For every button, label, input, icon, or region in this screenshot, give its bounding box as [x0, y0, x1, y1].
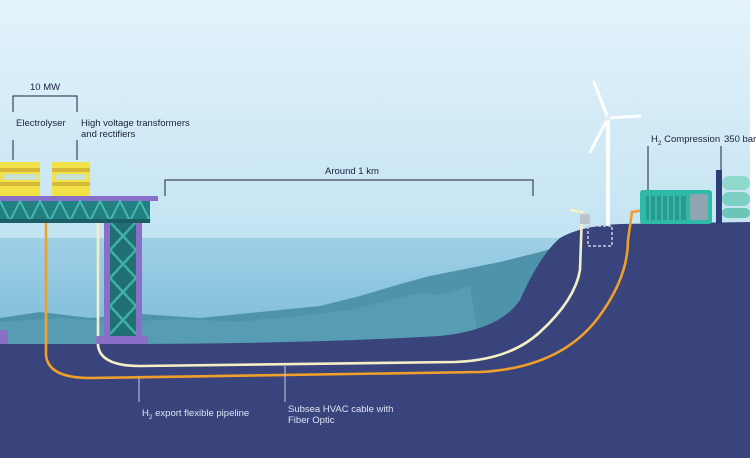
- platform-jacket: [96, 221, 148, 344]
- distance-bracket: [164, 179, 534, 196]
- pipeline-text: export flexible pipeline: [152, 408, 250, 419]
- wind-turbine: [588, 80, 642, 226]
- landing-pit: [587, 225, 613, 247]
- electrolyser-label: Electrolyser: [16, 118, 66, 129]
- compression-text: Compression: [661, 134, 721, 145]
- compression-label: H2 Compression: [651, 134, 720, 149]
- shore-landing: [580, 214, 590, 224]
- transformers-label-line1: High voltage transformers: [81, 118, 190, 129]
- power-label: 10 MW: [30, 82, 61, 93]
- compressor-unit: [640, 190, 712, 224]
- compression-sub: 2: [657, 139, 662, 147]
- pipeline-h: H: [142, 408, 149, 419]
- pipeline-label: H2 export flexible pipeline: [142, 408, 249, 423]
- cable-label-line2: Fiber Optic: [288, 415, 335, 426]
- pipeline-sub: 2: [148, 413, 153, 421]
- cable-label-line1: Subsea HVAC cable with: [288, 404, 394, 415]
- pressure-label: 350 bar: [724, 134, 756, 145]
- storage-tanks: [716, 170, 750, 224]
- subsea-hvac-cable: [96, 200, 584, 368]
- distance-label: Around 1 km: [325, 166, 379, 177]
- h2-export-pipeline: [44, 196, 646, 380]
- electrolyser-units: [0, 162, 90, 196]
- compression-h: H: [651, 134, 658, 145]
- left-foundation: [0, 330, 8, 344]
- transformers-label-line2: and rectifiers: [81, 129, 136, 140]
- platform-deck: [0, 196, 158, 224]
- power-bracket: [12, 95, 78, 112]
- seabed-and-land: [0, 222, 750, 458]
